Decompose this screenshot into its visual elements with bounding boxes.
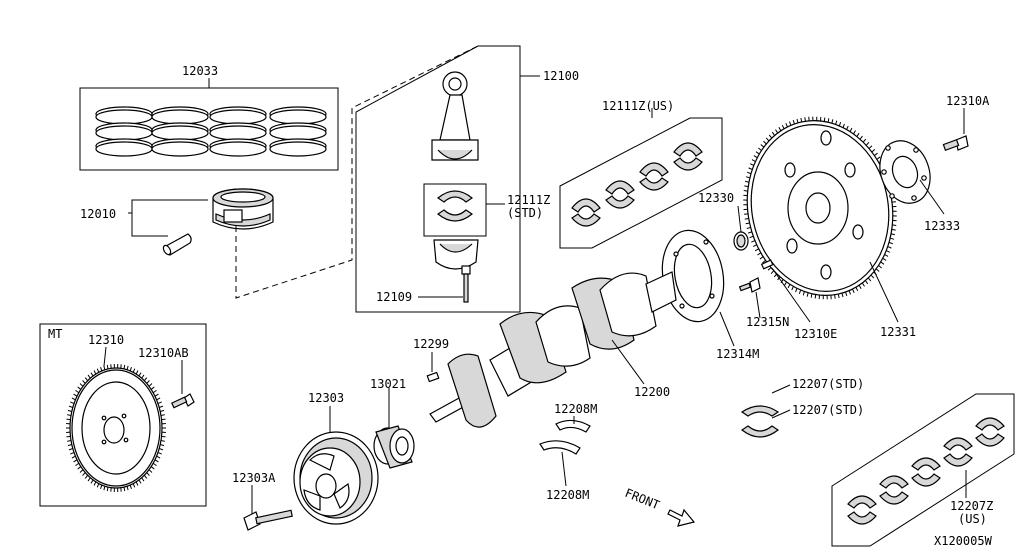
connecting-rod-group[interactable] [355,45,521,313]
sprocket[interactable] [373,425,415,469]
piston-pin[interactable] [162,233,192,256]
mt-flywheel-bolt[interactable] [171,393,195,409]
plate-bolt[interactable] [738,277,761,293]
main-bearing-shell [943,437,973,467]
piston-ring [209,106,267,125]
thrust-bearing-lower[interactable] [539,440,581,455]
main-bearing-shell [847,495,877,525]
dowel[interactable] [760,259,774,270]
connecting-rod[interactable] [431,71,479,161]
label-12208m-upper: 12208M [554,402,597,416]
piston-ring [95,106,153,125]
crankshaft[interactable] [429,271,677,428]
piston-ring [151,138,209,157]
piston-ring [95,138,153,157]
label-12033: 12033 [182,64,218,78]
label-12310: 12310 [88,333,124,347]
piston[interactable] [212,188,274,230]
label-12200: 12200 [634,385,670,399]
main-bearing-std-upper[interactable] [740,405,780,417]
piston-ring [151,106,209,125]
main-bearing-shell [975,417,1005,447]
bearing-std-box [423,183,487,237]
label-13021: 13021 [370,377,406,391]
label-12310e: 12310E [794,327,837,341]
label-12207-std-1: 12207(STD) [792,377,864,391]
main-bearing-shell [911,457,941,487]
piston-ring [269,138,327,157]
label-12207z-us-tag: (US) [958,512,987,526]
label-12207z-us-code: 12207Z [950,499,993,513]
main-bearing-std-lower[interactable] [740,425,780,438]
bearing-shell [673,142,703,171]
label-12310a: 12310A [946,94,990,108]
label-12333: 12333 [924,219,960,233]
pulley[interactable] [293,431,379,525]
con-rod-bolt[interactable] [461,265,471,303]
label-12331: 12331 [880,325,916,339]
label-12315n: 12315N [746,315,789,329]
pulley-bolt[interactable] [243,509,293,531]
piston-ring [151,122,209,141]
main-bearing-shell [879,475,909,505]
flywheel-plate[interactable] [872,134,939,211]
assembly-path [235,45,479,299]
label-12111z-std-code: 12111Z [507,193,550,207]
label-12310ab: 12310AB [138,346,189,360]
bearing-shell [605,180,635,209]
label-12111z-us: 12111Z(US) [602,99,674,113]
front-label: FRONT [623,486,662,513]
con-rod-bearing-std[interactable] [436,190,474,222]
label-mt: MT [48,327,62,341]
reinforcement-plate[interactable] [655,225,730,326]
piston-ring [95,122,153,141]
label-12111z-std-tag: (STD) [507,206,543,220]
mt-flywheel[interactable] [66,364,166,492]
piston-ring [269,106,327,125]
label-12109: 12109 [376,290,412,304]
label-12314m: 12314M [716,347,759,361]
piston-ring-set[interactable] [79,78,339,171]
label-12303a: 12303A [232,471,276,485]
bearing-shell [571,198,601,227]
piston-ring [269,122,327,141]
label-12208m-lower: 12208M [546,488,589,502]
label-12100: 12100 [543,69,579,83]
diagram-id: X120005W [934,534,993,548]
label-12303: 12303 [308,391,344,405]
label-12299: 12299 [413,337,449,351]
mt-box [39,323,207,507]
piston-ring [209,122,267,141]
leader-12010 [128,199,208,214]
label-12330: 12330 [698,191,734,205]
key[interactable] [426,371,440,383]
flywheel-bolt[interactable] [942,135,969,151]
thrust-bearing-upper[interactable] [555,419,591,433]
label-12207-std-2: 12207(STD) [792,403,864,417]
bearing-shell [639,162,669,191]
oil-seal[interactable] [733,231,749,251]
rod-cap[interactable] [433,239,479,270]
main-bearing-us-set[interactable] [831,393,1015,547]
label-12010: 12010 [80,207,116,221]
front-arrow-icon [667,508,696,527]
piston-ring [209,138,267,157]
con-rod-bearing-us-set[interactable] [559,117,723,249]
